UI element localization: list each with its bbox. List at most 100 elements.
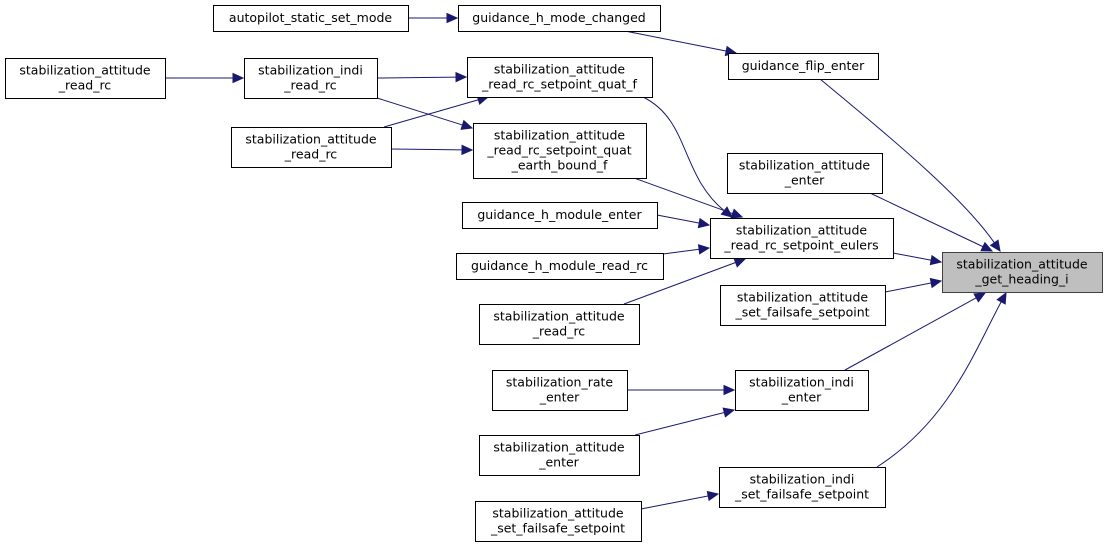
node-indi-read-rc[interactable]: stabilization_indi_read_rc: [244, 58, 378, 99]
node-sa-enter-1[interactable]: stabilization_attitude_enter: [727, 153, 883, 194]
node-sa-failsafe-2[interactable]: stabilization_attitude_set_failsafe_setp…: [475, 501, 642, 542]
edge-eulers-to-root: [892, 252, 943, 266]
node-label: stabilization_attitude: [492, 506, 624, 521]
node-autopilot-static-set-mode[interactable]: autopilot_static_set_mode: [213, 5, 409, 32]
edge-autopilot_static_set_mode-to-guidance_h_mode_changed: [408, 12, 459, 24]
node-label: guidance_flip_enter: [742, 58, 865, 73]
node-quat-f[interactable]: stabilization_attitude_read_rc_setpoint_…: [467, 57, 653, 98]
node-box[interactable]: [728, 53, 879, 80]
node-label: stabilization_indi: [749, 375, 854, 390]
node-indi-enter[interactable]: stabilization_indi_enter: [735, 370, 869, 411]
edge-indi_enter-to-root: [844, 292, 987, 371]
node-box[interactable]: [244, 58, 378, 99]
node-quat-earth[interactable]: stabilization_attitude_read_rc_setpoint_…: [473, 123, 647, 179]
node-box[interactable]: [475, 501, 642, 542]
node-gh-module-read-rc[interactable]: guidance_h_module_read_rc: [456, 253, 664, 280]
node-rate-enter[interactable]: stabilization_rate_enter: [492, 370, 628, 411]
node-box[interactable]: [456, 253, 664, 280]
node-box[interactable]: [473, 123, 647, 179]
node-sa-failsafe-1[interactable]: stabilization_attitude_set_failsafe_setp…: [720, 285, 886, 326]
node-label: _set_failsafe_setpoint: [734, 487, 869, 502]
node-box[interactable]: [467, 57, 653, 98]
node-indi-failsafe[interactable]: stabilization_indi_set_failsafe_setpoint: [719, 467, 886, 508]
node-sa-enter-2[interactable]: stabilization_attitude_enter: [479, 435, 640, 476]
node-label: _read_rc_setpoint_quat_f: [481, 77, 638, 92]
edge-arrowhead-icon: [929, 277, 943, 289]
node-label: stabilization_attitude: [494, 128, 626, 143]
node-box[interactable]: [462, 202, 658, 229]
node-box[interactable]: [710, 218, 894, 259]
node-box[interactable]: [492, 370, 628, 411]
node-label: _read_rc_setpoint_quat: [486, 143, 631, 158]
node-label: stabilization_rate: [506, 375, 614, 390]
edge-arrowhead-icon: [996, 291, 1007, 305]
edge-quat_f-to-eulers: [642, 96, 733, 218]
node-guidance-h-mode-changed[interactable]: guidance_h_mode_changed: [458, 5, 661, 32]
node-label: stabilization_attitude: [493, 440, 625, 455]
node-label: _enter: [784, 173, 825, 188]
node-label: _read_rc: [58, 78, 112, 93]
node-label: stabilization_attitude: [956, 257, 1088, 272]
node-box[interactable]: [231, 127, 392, 168]
node-box[interactable]: [727, 153, 883, 194]
edge-line: [844, 296, 978, 371]
edge-line: [662, 248, 701, 255]
node-box[interactable]: [735, 370, 869, 411]
node-guidance-flip-enter[interactable]: guidance_flip_enter: [728, 53, 879, 80]
node-label: autopilot_static_set_mode: [229, 10, 392, 25]
node-label: stabilization_indi: [750, 472, 855, 487]
edge-sa_enter_2-to-indi_enter: [634, 407, 736, 436]
node-box[interactable]: [5, 58, 166, 99]
edge-arrowhead-icon: [697, 217, 711, 229]
node-label: stabilization_attitude: [493, 309, 625, 324]
node-eulers[interactable]: stabilization_attitude_read_rc_setpoint_…: [710, 218, 894, 259]
node-label: _get_heading_i: [974, 272, 1068, 287]
edge-line: [656, 214, 701, 224]
node-box[interactable]: [479, 435, 640, 476]
edge-line: [640, 495, 710, 510]
edge-sa_read_rc_2-to-quat_f: [383, 94, 490, 128]
node-label: guidance_h_mode_changed: [472, 10, 645, 25]
node-label: _enter: [538, 455, 579, 470]
node-box[interactable]: [720, 285, 886, 326]
node-label: guidance_h_module_enter: [477, 207, 642, 222]
node-label: _set_failsafe_setpoint: [490, 521, 625, 536]
node-label: _enter: [539, 390, 580, 405]
edge-arrowhead-icon: [446, 12, 459, 24]
edge-arrowhead-icon: [722, 407, 736, 418]
node-label: _read_rc: [284, 147, 338, 162]
edge-arrowhead-icon: [733, 257, 747, 268]
node-sa-read-rc-3[interactable]: stabilization_attitude_read_rc: [479, 304, 640, 345]
node-label: stabilization_attitude: [737, 290, 869, 305]
edge-arrowhead-icon: [455, 71, 468, 83]
node-box[interactable]: [213, 5, 409, 32]
edge-quat_earth-to-eulers: [633, 177, 744, 219]
node-box[interactable]: [458, 5, 661, 32]
edge-arrowhead-icon: [730, 208, 744, 219]
edge-arrowhead-icon: [232, 72, 245, 84]
edge-guidance_h_mode_changed-to-guidance_flip_enter: [624, 30, 738, 57]
edge-line: [390, 148, 464, 151]
edge-sa_read_rc_2-to-quat_earth: [390, 144, 474, 156]
node-box[interactable]: [942, 252, 1103, 293]
node-label: stabilization_indi: [258, 63, 363, 78]
edge-gh_module_read_rc-to-eulers: [662, 244, 711, 255]
edge-arrowhead-icon: [980, 241, 994, 252]
edge-arrowhead-icon: [697, 244, 711, 255]
edge-sa_failsafe_2-to-indi_failsafe: [640, 490, 720, 510]
edge-line: [876, 300, 1003, 468]
node-box[interactable]: [719, 467, 886, 508]
edge-line: [634, 411, 726, 436]
node-sa-read-rc-2[interactable]: stabilization_attitude_read_rc: [231, 127, 392, 168]
edge-indi_read_rc-to-quat_earth: [376, 97, 474, 130]
node-box[interactable]: [479, 304, 640, 345]
edge-line: [819, 78, 996, 244]
node-gh-module-enter[interactable]: guidance_h_module_enter: [462, 202, 658, 229]
edge-rate_enter-to-indi_enter: [627, 384, 736, 396]
node-sa-read-rc-1[interactable]: stabilization_attitude_read_rc: [5, 58, 166, 99]
node-root[interactable]: stabilization_attitude_get_heading_i: [942, 252, 1103, 293]
edge-arrowhead-icon: [706, 490, 720, 502]
edge-line: [624, 30, 728, 52]
edge-gh_module_enter-to-eulers: [656, 214, 711, 229]
